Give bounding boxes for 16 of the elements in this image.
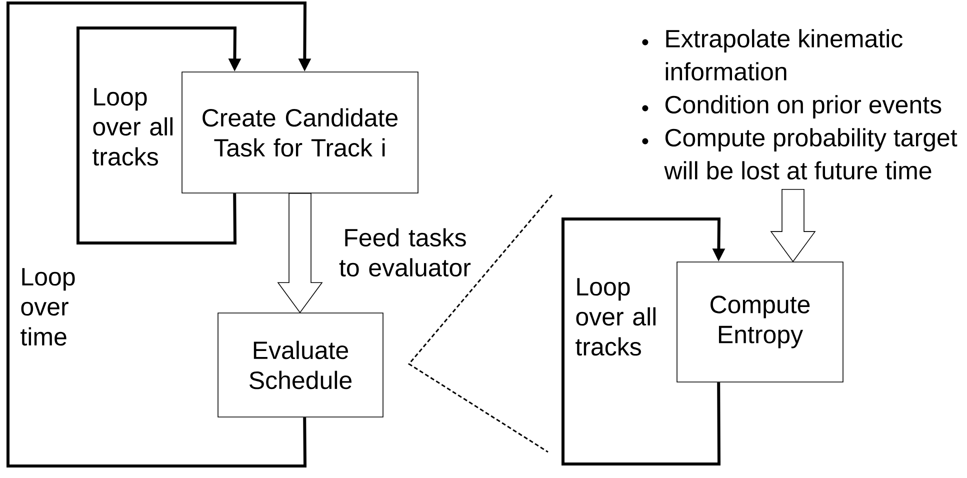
loop-arrow — [76, 26, 242, 244]
bullet-list: Extrapolate kinematic information Condition on prior events Compute probability target will be lost at future time — [642, 29, 958, 180]
node-label: Condition on prior events — [665, 95, 942, 118]
edge-label: Loop over all tracks — [576, 278, 656, 356]
process-box: Compute Entropy — [676, 262, 844, 382]
loop-arrow — [6, 2, 312, 468]
node-label: Compute probability target will be lost at future time — [664, 128, 958, 180]
block-arrow — [770, 188, 816, 262]
block-arrow — [277, 192, 323, 314]
edge-label: Loop over all tracks — [92, 88, 172, 166]
process-box: Create Candidate Task for Track i — [182, 72, 418, 194]
edge-label: Feed tasks to evaluator — [339, 228, 471, 277]
node-label: Extrapolate kinematic information — [666, 29, 902, 81]
loop-arrow — [562, 218, 726, 466]
process-box: Evaluate Schedule — [218, 312, 384, 418]
edge-label: Loop over time — [20, 268, 75, 346]
